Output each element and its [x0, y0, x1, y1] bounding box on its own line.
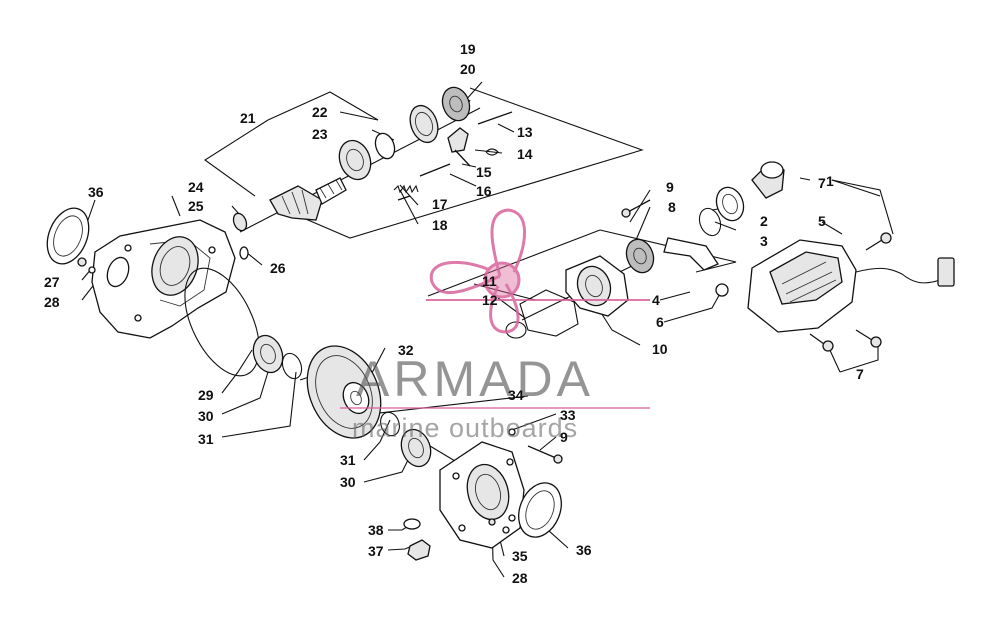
bolt-7-top	[865, 232, 892, 251]
callout-22: 22	[312, 104, 328, 120]
callout-3: 3	[760, 233, 768, 249]
clip-14	[485, 148, 499, 156]
callout-30-lower: 30	[340, 474, 356, 490]
callout-38: 38	[368, 522, 384, 538]
callout-25: 25	[188, 198, 204, 214]
callout-16: 16	[476, 183, 492, 199]
bracket-4	[663, 237, 719, 271]
race-19	[409, 104, 439, 144]
pin-18	[397, 195, 411, 201]
plug-37	[407, 539, 431, 561]
pin-33	[508, 428, 516, 436]
callout-5: 5	[818, 213, 826, 229]
callout-29: 29	[198, 387, 214, 403]
callout-27: 27	[44, 274, 60, 290]
housing-24	[91, 219, 236, 339]
callout-2: 2	[760, 213, 768, 229]
callout-32: 32	[398, 342, 414, 358]
callout-9-top: 9	[666, 179, 674, 195]
snap-ring-3	[698, 207, 722, 237]
shift-fork-15	[447, 127, 471, 167]
callout-28-lower: 28	[512, 570, 528, 586]
ring-gear-32	[306, 345, 382, 439]
bearing-23	[338, 139, 372, 181]
callout-33: 33	[560, 407, 576, 423]
callout-7-bottom: 7	[856, 366, 864, 382]
actuator-housing-5	[747, 239, 955, 333]
callout-18: 18	[432, 217, 448, 233]
callout-26: 26	[270, 260, 286, 276]
pin-26	[239, 246, 249, 260]
seal-2	[715, 186, 745, 222]
callout-30-upper: 30	[198, 408, 214, 424]
watermark-tagline: marine outboards	[352, 413, 578, 443]
callout-31-upper: 31	[198, 431, 214, 447]
washer-28-lower	[488, 518, 496, 526]
callout-24: 24	[188, 179, 204, 195]
washer-28-left	[88, 266, 96, 274]
shim-31-lower	[380, 411, 400, 437]
callout-14: 14	[517, 146, 533, 162]
callout-11: 11	[482, 273, 497, 289]
callout-labels: 1 2 3 4 5 6 7 7 8 9 9 10 11 12 13 14 15 …	[44, 41, 864, 586]
watermark-brand: ARMADA	[356, 351, 594, 407]
callout-13: 13	[517, 124, 533, 140]
bearing-8	[625, 238, 655, 274]
callout-17: 17	[432, 196, 448, 212]
ball-6	[715, 283, 729, 297]
o-ring-29	[184, 267, 260, 377]
pinion-gear	[269, 177, 347, 221]
callout-23: 23	[312, 126, 328, 142]
callout-8: 8	[668, 199, 676, 215]
bolt-9-top	[621, 199, 651, 218]
callout-1: 1	[826, 173, 834, 189]
callout-28-left: 28	[44, 294, 60, 310]
bolt-7-lower-b	[809, 333, 834, 352]
callout-36-left: 36	[88, 184, 104, 200]
seal-36-lower	[518, 482, 562, 538]
spacer-22	[374, 132, 396, 160]
callout-35: 35	[512, 548, 528, 564]
callout-12: 12	[482, 292, 498, 308]
callout-37: 37	[368, 543, 384, 559]
screw-27	[77, 257, 87, 267]
callout-10: 10	[652, 341, 668, 357]
bearing-25	[232, 212, 248, 232]
spring-17	[393, 184, 419, 194]
gasket-38	[403, 518, 421, 530]
callout-6: 6	[656, 314, 664, 330]
callout-4: 4	[652, 292, 660, 308]
callout-21: 21	[240, 110, 256, 126]
bearing-30-lower	[400, 428, 432, 468]
callout-36-lower: 36	[576, 542, 592, 558]
watermark: ARMADA marine outboards	[340, 208, 650, 443]
bolt-9-lower	[527, 445, 563, 464]
callout-20: 20	[460, 61, 476, 77]
fitting-1	[751, 161, 785, 199]
callout-7-top: 7	[818, 175, 826, 191]
callout-19: 19	[460, 41, 476, 57]
cover-34	[439, 441, 525, 549]
callout-34: 34	[508, 387, 524, 403]
callout-31-lower: 31	[340, 452, 356, 468]
o-ring-11	[505, 321, 527, 339]
group-bracket-4-6	[427, 229, 737, 297]
callout-9-lower: 9	[560, 429, 568, 445]
group-bracket-21	[204, 87, 644, 239]
bearing-20	[441, 86, 471, 122]
shim-31-upper	[281, 352, 303, 380]
bolt-7-lower-a	[855, 329, 882, 348]
seal-36-left	[46, 207, 90, 265]
shift-rod-13	[477, 111, 513, 125]
callout-15: 15	[476, 164, 492, 180]
shift-shaft-16	[419, 163, 451, 177]
bearing-30-upper	[252, 334, 284, 374]
propeller-logo-icon	[426, 208, 650, 334]
gasket-12	[519, 289, 579, 337]
washer-35	[502, 526, 510, 534]
